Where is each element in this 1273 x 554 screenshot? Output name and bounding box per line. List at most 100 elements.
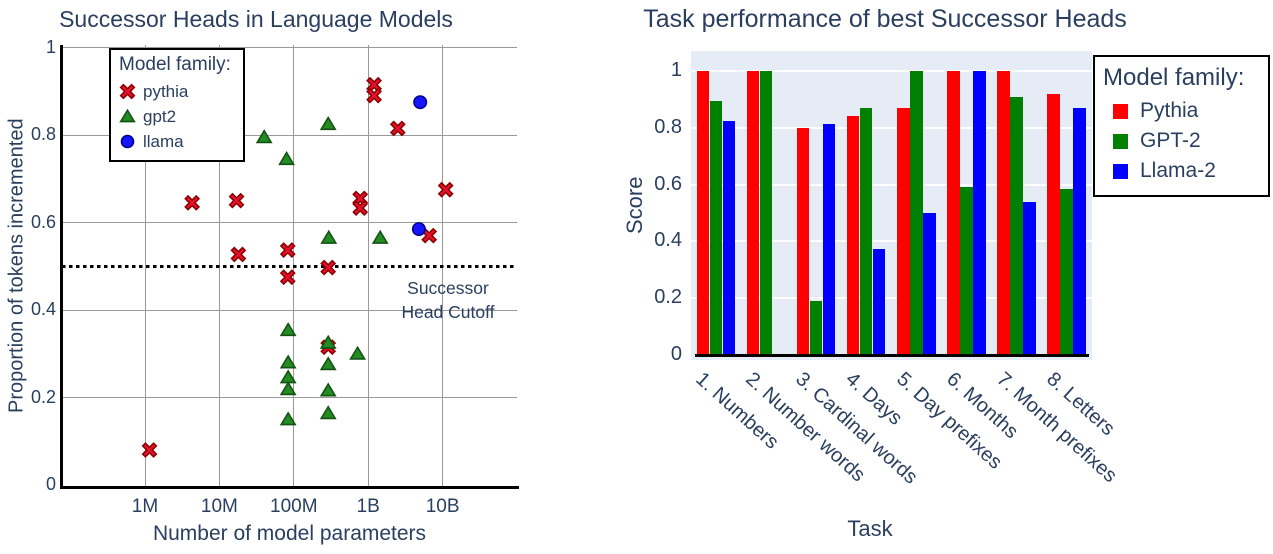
scatter-point-pythia [389, 120, 406, 137]
grid-line-horizontal [691, 183, 1092, 186]
scatter-point-pythia [366, 87, 383, 104]
grid-line-horizontal [691, 297, 1092, 300]
cutoff-annotation-line1: Successor [407, 278, 489, 298]
y-axis-spine [60, 45, 63, 489]
bar-gpt-2-3 [809, 301, 823, 356]
scatter-point-gpt2 [371, 229, 389, 244]
x-axis-zero-line [695, 354, 1089, 357]
y-tick-label: 0.2 [30, 386, 56, 407]
legend-label-gpt2: gpt2 [143, 106, 177, 126]
bar-llama-2-7 [1023, 201, 1036, 356]
bar-pythia-2 [746, 71, 760, 356]
scatter-point-gpt2 [319, 405, 337, 420]
bar-pythia-3 [796, 127, 810, 356]
scatter-point-gpt2 [320, 229, 338, 244]
scatter-point-pythia [184, 194, 201, 211]
legend-item-pythia: pythia [119, 79, 231, 104]
legend-label-llama2: Llama-2 [1140, 159, 1216, 182]
pythia-x-marker-icon [119, 83, 136, 100]
bar-gpt-2-2 [759, 71, 773, 356]
scatter-point-gpt2 [279, 411, 297, 426]
left-legend: Model family: pythia gpt2 llama [109, 48, 245, 162]
bar-llama-2-6 [973, 71, 986, 356]
right-y-axis-label: Score [622, 176, 647, 235]
legend-item-gpt2: gpt2 [119, 104, 231, 129]
grid-line-horizontal [691, 126, 1092, 129]
y-tick-label: 0 [45, 474, 56, 494]
legend-item-llama2: Llama-2 [1113, 156, 1260, 186]
legend-item-pythia: Pythia [1113, 96, 1260, 126]
scatter-point-llama [413, 95, 428, 110]
scatter-point-gpt2 [279, 354, 297, 369]
x-tick-label: 1M [131, 496, 159, 517]
y-tick-label: 0 [670, 343, 682, 365]
scatter-plot-svg [141, 76, 454, 458]
legend-item-gpt2: GPT-2 [1113, 126, 1260, 156]
left-chart-title: Successor Heads in Language Models [59, 6, 453, 32]
x-axis-spine [60, 486, 519, 489]
scatter-point-gpt2 [319, 382, 337, 397]
bar-llama-2-1 [722, 120, 736, 356]
gpt2-triangle-marker-icon [119, 108, 136, 123]
llama-2-swatch-icon [1113, 163, 1128, 179]
grid-line-horizontal [62, 309, 517, 311]
scatter-point-pythia [141, 442, 158, 458]
scatter-point-pythia [228, 192, 245, 209]
bar-gpt-2-5 [910, 71, 923, 356]
grid-line-horizontal [62, 397, 517, 399]
legend-label-pythia: pythia [143, 81, 189, 101]
grid-line-horizontal [62, 47, 517, 49]
left-y-axis-label: Proportion of tokens incremented [5, 118, 28, 414]
bar-llama-2-3 [822, 123, 836, 356]
bar-pythia-7 [997, 71, 1010, 356]
grid-line-horizontal [691, 240, 1092, 243]
legend-item-llama: llama [119, 129, 231, 154]
left-plot-area: Successor Head Cutoff Model family: pyth… [60, 45, 519, 489]
cutoff-annotation-line2: Head Cutoff [401, 302, 495, 322]
scatter-point-pythia [279, 269, 296, 286]
bar-gpt-2-4 [859, 107, 873, 356]
bar-gpt-2-7 [1010, 96, 1023, 356]
grid-line-horizontal [62, 222, 517, 224]
pythia-swatch-icon [1113, 103, 1128, 119]
scatter-point-gpt2 [319, 116, 337, 131]
scatter-point-pythia [279, 242, 296, 258]
cutoff-line [62, 265, 517, 268]
bar-gpt-2-1 [709, 100, 723, 356]
scatter-point-gpt2 [279, 322, 297, 337]
scatter-point-pythia [230, 246, 247, 263]
scatter-point-gpt2 [279, 369, 297, 384]
scatter-point-llama [411, 222, 426, 237]
scatter-point-pythia [366, 76, 383, 93]
x-tick-label: 100M [270, 496, 318, 517]
y-tick-label: 0.8 [30, 124, 56, 144]
grid-line-horizontal [62, 134, 517, 136]
bar-gpt-2-6 [960, 187, 973, 356]
scatter-point-pythia [421, 227, 438, 244]
scatter-point-gpt2 [278, 151, 296, 166]
bar-llama-2-8 [1073, 107, 1086, 356]
scatter-point-gpt2 [349, 345, 366, 360]
scatter-point-gpt2 [319, 356, 337, 371]
bar-gpt-2-8 [1060, 188, 1073, 356]
x-tick-label: 10M [200, 496, 238, 517]
right-legend: Model family: Pythia GPT-2 Llama-2 [1093, 55, 1270, 197]
y-tick-label: 0.6 [654, 172, 682, 195]
x-tick-label: 1B [356, 496, 380, 517]
scatter-point-pythia [437, 181, 454, 198]
scatter-point-gpt2 [255, 129, 273, 144]
gpt2-swatch-icon [1113, 133, 1128, 149]
cutoff-annotation: Successor Head Cutoff [382, 276, 514, 324]
scatter-point-gpt2 [279, 381, 297, 396]
llama-circle-marker-icon [120, 134, 135, 149]
left-x-axis-label: Number of model parameters [152, 522, 427, 545]
y-tick-label: 0.2 [654, 286, 682, 309]
legend-label-llama: llama [143, 131, 184, 151]
bar-pythia-4 [846, 116, 860, 356]
right-plot-area [691, 51, 1092, 360]
bar-pythia-1 [696, 71, 710, 356]
y-tick-label: 1 [670, 59, 682, 81]
scatter-point-gpt2 [319, 334, 337, 349]
left-legend-title: Model family: [119, 54, 231, 75]
scatter-point-pythia [320, 259, 337, 276]
